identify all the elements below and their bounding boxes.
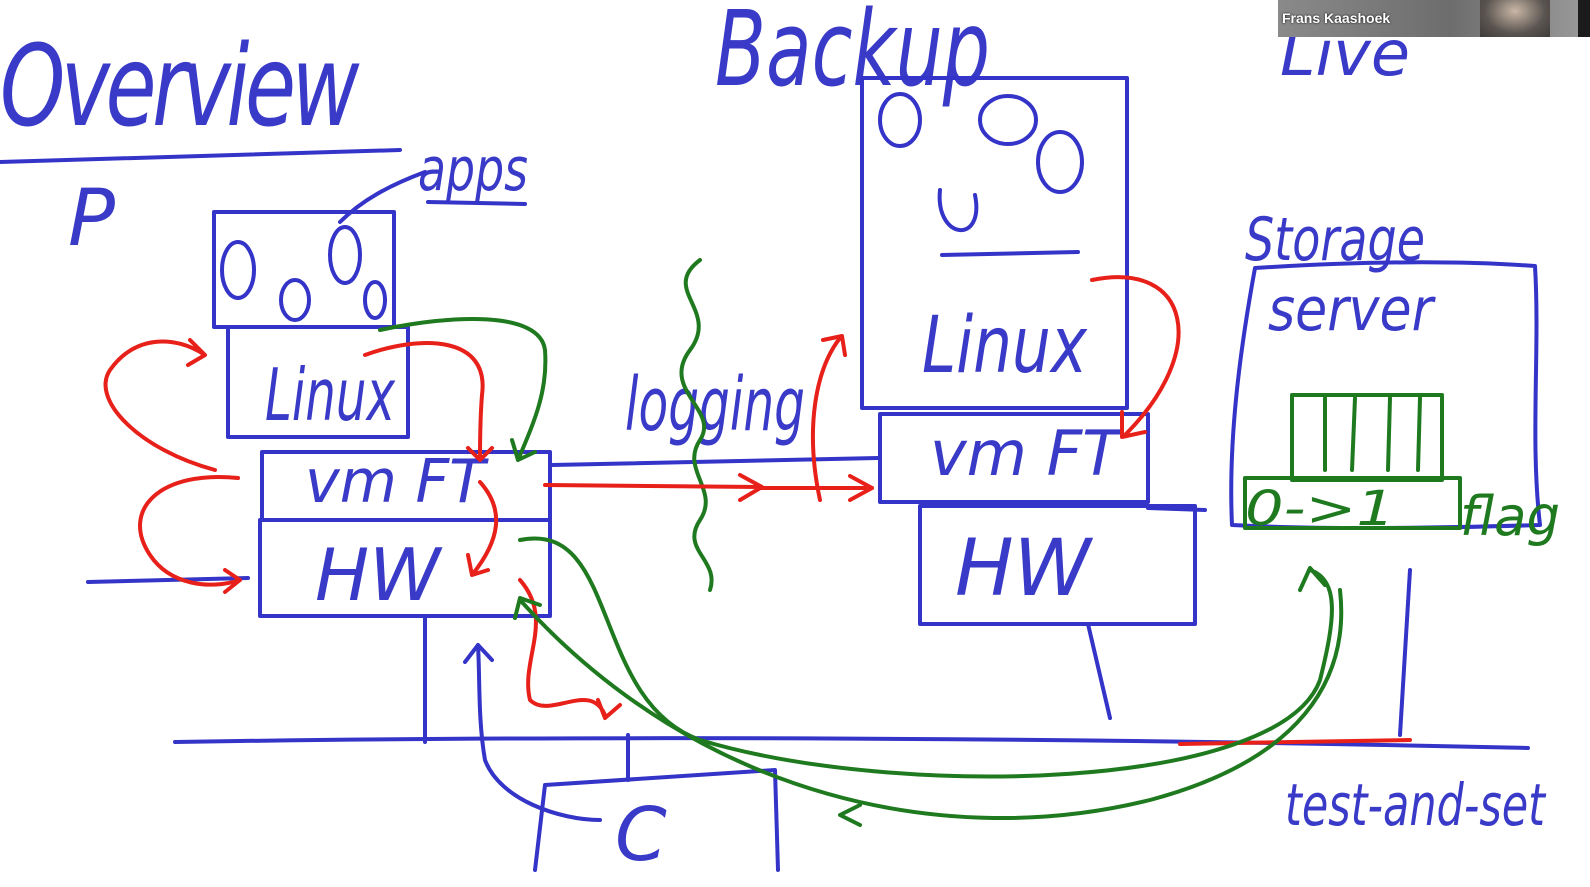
flag-value: 0->1 [1245, 481, 1395, 537]
red-loop-arrow [103, 338, 217, 472]
test-and-set-label: test-and-set [1285, 771, 1547, 839]
apps-label: apps [418, 135, 528, 205]
green-linux-to-vm-arrow [378, 317, 548, 462]
flag-label: flag [1460, 485, 1560, 548]
video-edge [1578, 0, 1590, 37]
app-circle [363, 280, 387, 320]
primary-hw-label: HW [315, 533, 443, 617]
primary-vmft-label: vm FT [305, 447, 489, 517]
client-box [533, 768, 780, 872]
app-circle [220, 240, 256, 300]
server-label: server [1268, 275, 1436, 345]
green-storage-to-primary-arrow [513, 588, 1344, 820]
backup-linux-label: Linux [922, 301, 1088, 391]
client-to-primary-arrow [463, 643, 602, 822]
logging-label: logging [625, 362, 805, 448]
red-backup-arrow [1090, 275, 1181, 439]
backup-apps-divider [940, 250, 1080, 257]
primary-linux-label: Linux [265, 353, 396, 437]
red-up-arrow [811, 334, 847, 502]
logging-squiggle [679, 258, 714, 592]
backup-vmft-box [878, 412, 1150, 504]
overview-title: Overview [0, 22, 360, 152]
app-circle [1036, 130, 1084, 194]
green-return-arrow [838, 803, 862, 827]
flag-cell [1243, 476, 1462, 530]
network-bus [173, 736, 1530, 750]
backup-to-storage-line [1146, 506, 1207, 512]
app-cup [937, 188, 979, 233]
red-vm-to-hw-arrow [466, 480, 499, 577]
backup-apps-box [860, 76, 1129, 410]
backup-hw-label: HW [955, 524, 1094, 614]
client-label: C [615, 792, 667, 878]
storage-net-link [1398, 568, 1412, 737]
red-log-arrow [543, 473, 764, 502]
participant-avatar [1480, 0, 1550, 37]
red-linux-to-vm-arrow [363, 341, 494, 462]
green-hw-to-storage-arrow [518, 536, 1334, 779]
primary-hw-box [258, 518, 552, 618]
participant-name: Frans Kaashoek [1282, 10, 1391, 26]
backup-title: Backup [715, 0, 990, 110]
disk-stripe [1416, 396, 1422, 472]
video-thumbnail[interactable]: Frans Kaashoek [1278, 0, 1590, 37]
disk-stripe [1350, 396, 1357, 472]
app-circle [978, 94, 1038, 146]
storage-server-box [1229, 260, 1542, 531]
app-circle [279, 278, 311, 322]
app-circle [328, 225, 362, 285]
logging-channel [550, 456, 880, 467]
backup-vmft-label: vm FT [930, 417, 1124, 490]
network-highlight [1178, 738, 1412, 746]
apps-pointer [338, 170, 427, 224]
primary-input-line [86, 576, 250, 584]
overview-underline [0, 148, 402, 164]
red-loop-arrow [138, 475, 242, 594]
backup-net-link [1086, 622, 1112, 720]
disk-stripe [1386, 396, 1392, 472]
app-circle [878, 92, 922, 148]
backup-hw-box [918, 504, 1197, 626]
apps-underline [426, 200, 527, 206]
primary-label: P [68, 174, 115, 264]
primary-linux-box [226, 325, 410, 439]
